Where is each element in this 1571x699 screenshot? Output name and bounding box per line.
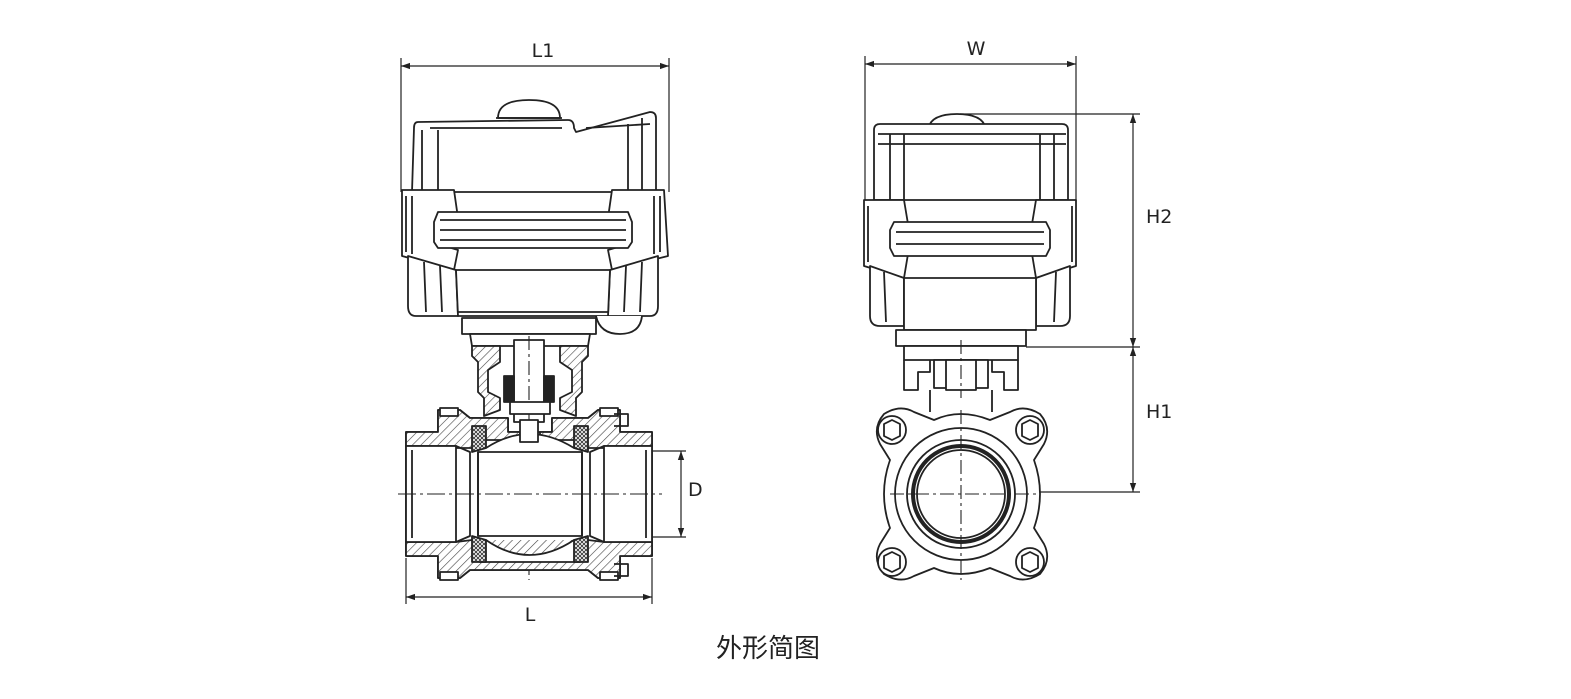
front-actuator-housing <box>401 99 669 335</box>
dimension-label-d: D <box>688 479 703 501</box>
front-dimensions <box>400 58 686 604</box>
front-bracket <box>461 317 597 580</box>
side-actuator-housing <box>863 113 1077 347</box>
front-view <box>398 99 669 581</box>
dimension-label-w: W <box>967 38 986 60</box>
dimension-label-h2: H2 <box>1146 206 1172 228</box>
side-bracket <box>903 340 1019 412</box>
front-valve-body <box>398 407 662 581</box>
side-view <box>863 113 1077 581</box>
side-valve-body <box>875 407 1049 581</box>
dimension-label-l: L <box>525 604 536 626</box>
figure-caption: 外形简图 <box>716 634 820 664</box>
side-dimensions <box>864 56 1140 493</box>
dimension-label-h1: H1 <box>1146 401 1172 423</box>
dimension-label-l1: L1 <box>532 40 555 62</box>
